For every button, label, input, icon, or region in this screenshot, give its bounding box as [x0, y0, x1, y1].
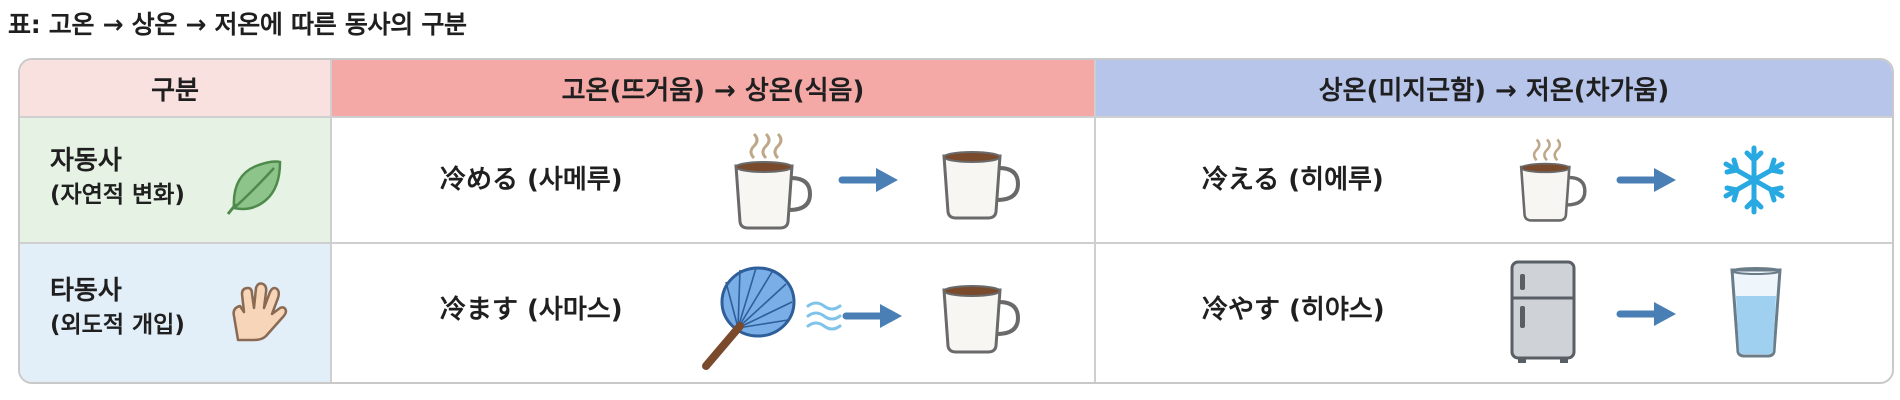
row-label-subtitle: (외도적 개입) [50, 312, 185, 338]
header-hot-to-room: 고온(뜨거움) → 상온(식음) [332, 60, 1096, 118]
row-label-transitive: 타동사 (외도적 개입) [20, 244, 332, 382]
steaming-coffee-cup-icon [734, 132, 812, 230]
arrow-right-icon [1620, 302, 1680, 328]
cell-sameru: 冷める (사메루) [332, 118, 1096, 244]
verb-classification-table: 구분 고온(뜨거움) → 상온(식음) 상온(미지근함) → 저온(차가움) 자… [18, 58, 1894, 384]
verb-hieru: 冷える (히에루) [1202, 165, 1384, 195]
row-label-title: 자동사 [50, 146, 122, 176]
air-waves-icon [806, 301, 842, 331]
hand-fan-icon [702, 266, 796, 370]
leaf-icon [226, 160, 282, 215]
table-caption: 표: 고온 → 상온 → 저온에 따른 동사의 구분 [8, 10, 467, 39]
hand-icon [232, 282, 288, 342]
arrow-right-icon [1620, 168, 1680, 194]
row-label-subtitle: (자연적 변화) [50, 182, 185, 208]
cell-hiyasu: 冷やす (히야스) [1096, 244, 1892, 382]
verb-hiyasu: 冷やす (히야스) [1202, 295, 1385, 325]
cell-hieru: 冷える (히에루) [1096, 118, 1892, 244]
header-room-to-cold: 상온(미지근함) → 저온(차가움) [1096, 60, 1892, 118]
arrow-right-icon [842, 168, 902, 194]
refrigerator-icon [1510, 260, 1576, 363]
verb-sameru: 冷める (사메루) [440, 165, 623, 195]
row-label-intransitive: 자동사 (자연적 변화) [20, 118, 332, 244]
snowflake-icon [1723, 145, 1785, 215]
header-category: 구분 [20, 60, 332, 118]
arrow-right-icon [846, 304, 906, 330]
row-label-title: 타동사 [50, 276, 122, 306]
cell-samasu: 冷ます (사마스) [332, 244, 1096, 382]
steaming-coffee-cup-icon [1519, 138, 1587, 223]
verb-samasu: 冷ます (사마스) [440, 295, 623, 325]
water-glass-icon [1730, 267, 1782, 358]
empty-mug-icon [942, 150, 1020, 220]
empty-mug-icon [942, 284, 1020, 354]
